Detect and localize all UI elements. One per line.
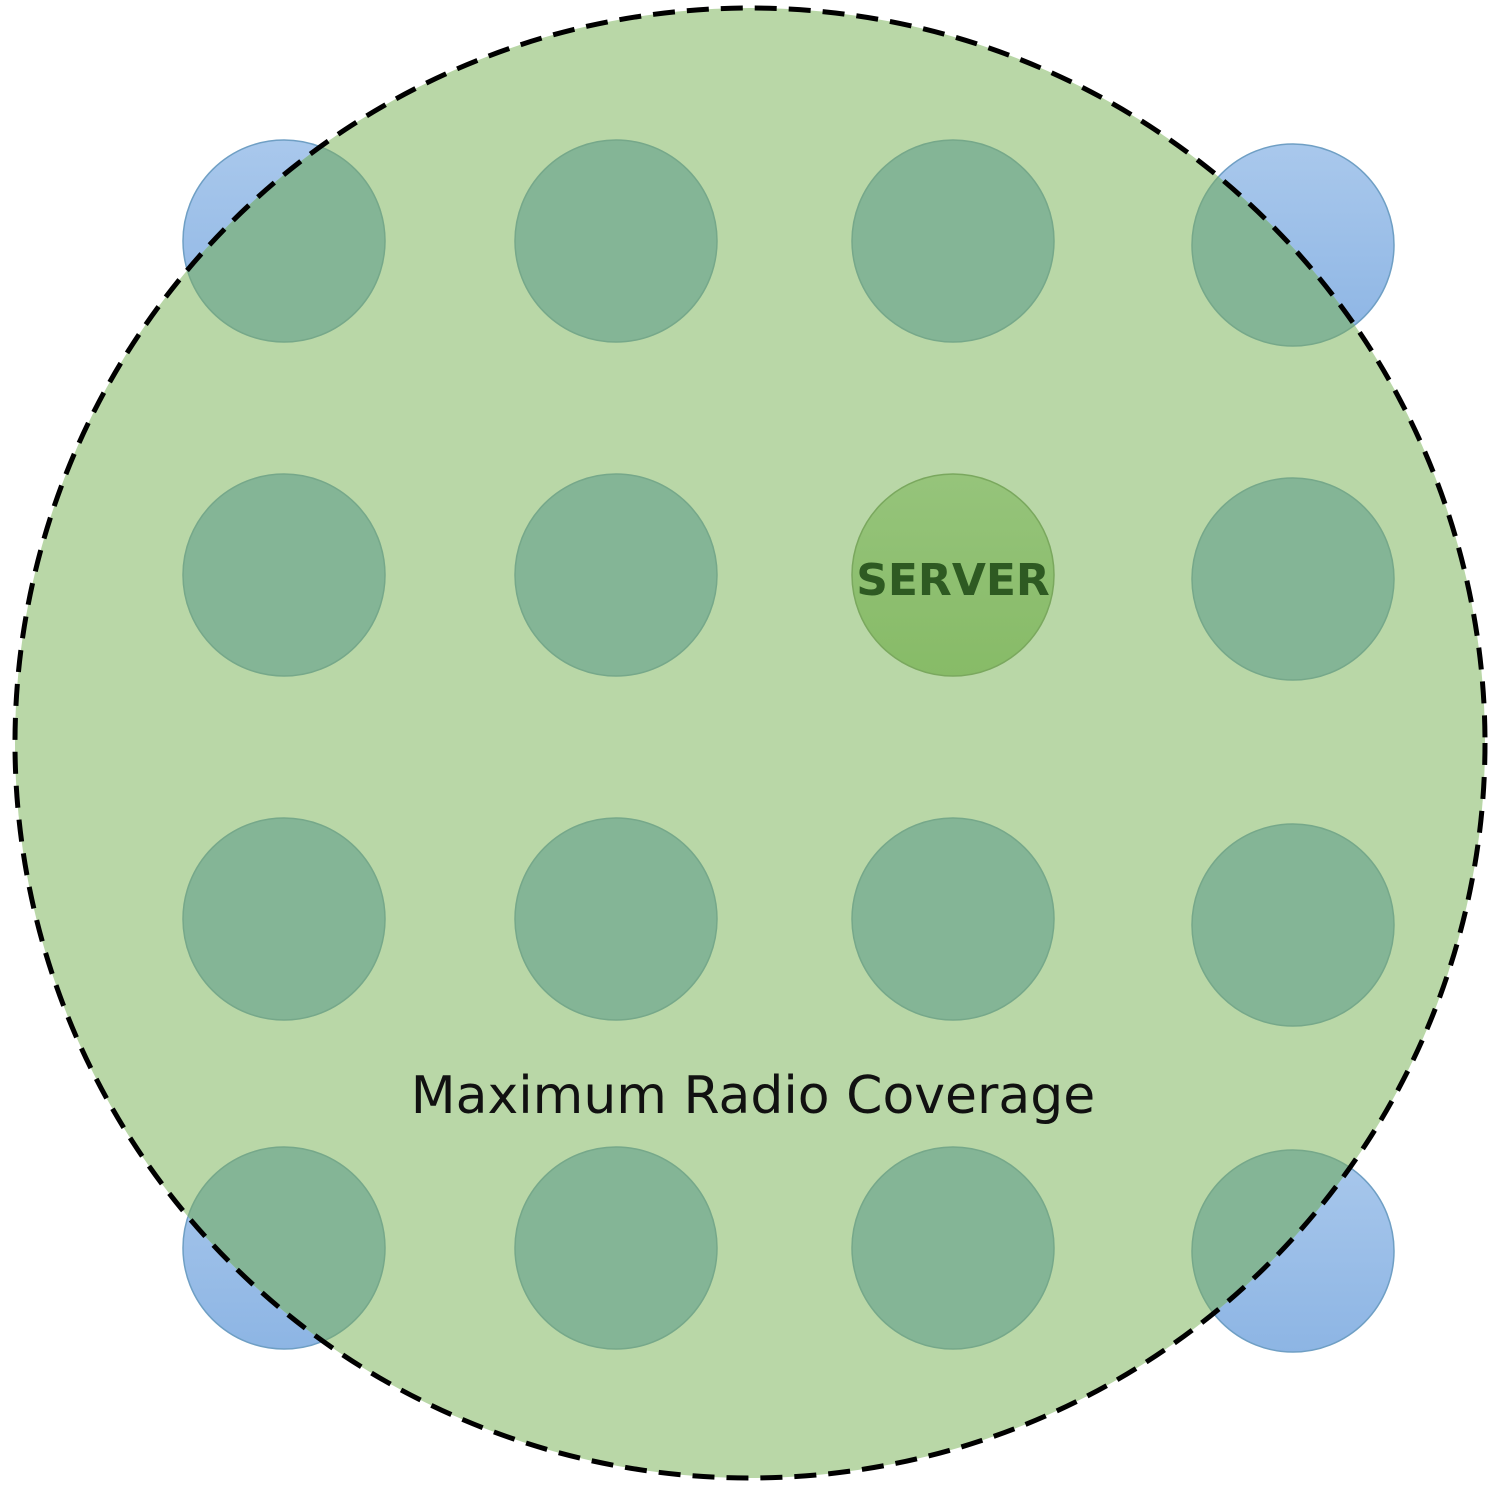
server-circle bbox=[851, 473, 1055, 677]
client-node-r2-c2-covered bbox=[514, 473, 718, 677]
client-node-r2-c1-covered bbox=[182, 473, 386, 677]
client-node-r1-c2-covered bbox=[514, 139, 718, 343]
client-node-r1-c3-covered bbox=[851, 139, 1055, 343]
server-label: SERVER bbox=[856, 555, 1050, 606]
client-node-r3-c2-covered bbox=[514, 817, 718, 1021]
client-node-r4-c2-covered bbox=[514, 1146, 718, 1350]
coverage-boundary bbox=[12, 5, 1488, 1481]
coverage-label: Maximum Radio Coverage bbox=[411, 1066, 1096, 1126]
client-node-r2-c4-covered bbox=[1191, 477, 1395, 681]
client-node-r4-c3-covered bbox=[851, 1146, 1055, 1350]
server-node: SERVER bbox=[851, 473, 1055, 677]
coverage-area bbox=[15, 8, 1485, 1478]
client-node-r3-c3-covered bbox=[851, 817, 1055, 1021]
client-node-r3-c1-covered bbox=[182, 817, 386, 1021]
client-node-r3-c4-covered bbox=[1191, 823, 1395, 1027]
